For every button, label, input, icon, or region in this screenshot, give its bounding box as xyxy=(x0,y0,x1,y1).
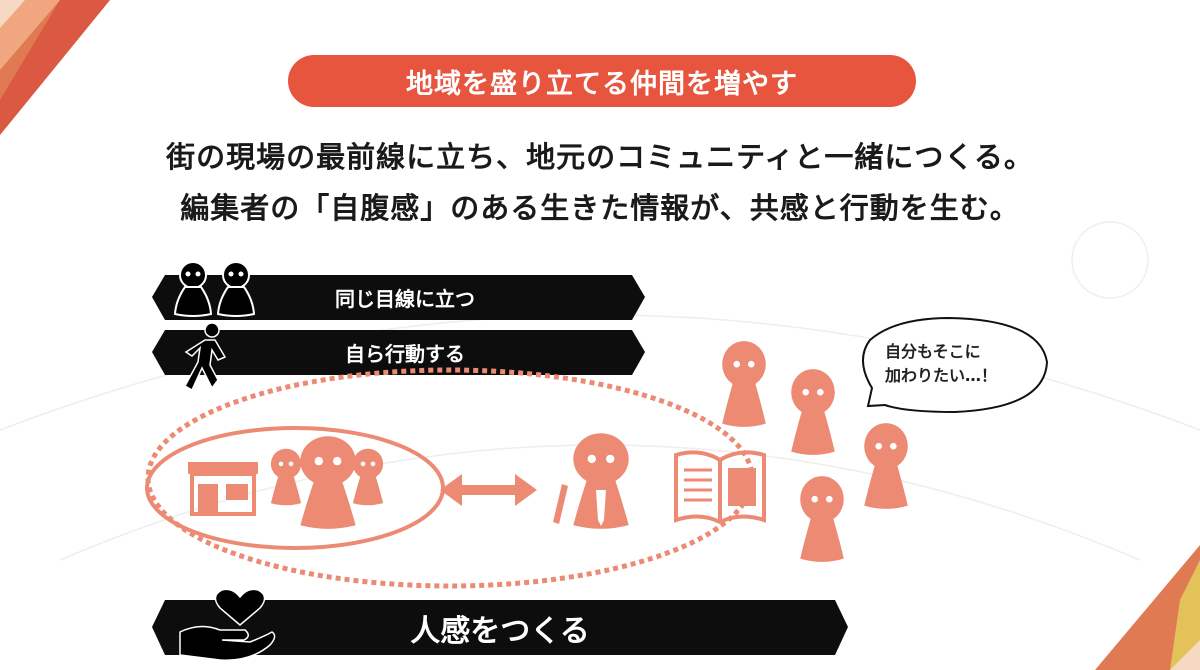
banner-shape-3 xyxy=(152,600,848,655)
banner-label-create-human-touch: 人感をつくる xyxy=(410,613,590,649)
community-dotted-ellipse xyxy=(145,367,755,589)
community-person-icon xyxy=(300,436,356,529)
bystander-person-icon xyxy=(791,369,835,455)
bystander-person-icon xyxy=(800,476,844,562)
bystander-person-icon xyxy=(722,341,766,427)
corner-decoration-bottom-right xyxy=(1095,545,1200,670)
banner-label-same-perspective: 同じ目線に立つ xyxy=(335,287,475,311)
community-person-icon xyxy=(352,448,384,506)
bystander-person-icon xyxy=(864,423,908,509)
community-person-icon xyxy=(270,448,302,506)
community-people-icon xyxy=(270,436,384,529)
speech-bubble-line-2: 加わりたい…！ xyxy=(885,366,998,385)
speech-bubble-text: 自分もそこに 加わりたい…！ xyxy=(885,340,997,388)
tie-icon xyxy=(596,490,606,526)
editor-icon xyxy=(553,433,629,529)
banner-shape-2 xyxy=(152,330,645,375)
heart-hand-icon xyxy=(179,588,276,661)
banner-shape-1 xyxy=(152,275,645,320)
pen-icon xyxy=(553,484,568,524)
double-arrow-icon xyxy=(440,474,537,506)
magazine-icon xyxy=(674,450,766,525)
interested-people-icons xyxy=(722,341,908,562)
banner-label-act-yourself: 自ら行動する xyxy=(345,342,465,366)
two-people-icon xyxy=(173,261,256,317)
speech-bubble-line-1: 自分もそこに xyxy=(885,342,981,361)
section-title-pill: 地域を盛り立てる仲間を増やす xyxy=(288,55,916,107)
corner-decoration-top-left xyxy=(0,0,110,135)
lead-text-line-1: 街の現場の最前線に立ち、地元のコミュニティと一緒につくる。 xyxy=(166,140,1034,174)
speech-bubble xyxy=(862,316,1049,414)
shop-icon xyxy=(188,462,258,516)
walking-person-icon xyxy=(183,322,227,392)
lead-text-line-2: 編集者の「自腹感」のある生きた情報が、共感と行動を生む。 xyxy=(180,191,1020,225)
